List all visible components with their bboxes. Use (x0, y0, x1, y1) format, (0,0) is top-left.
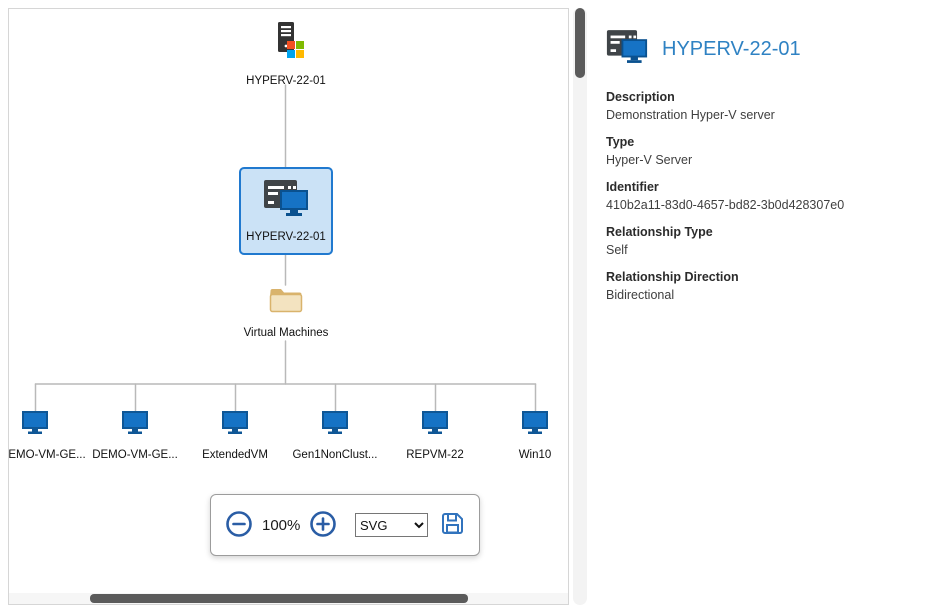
field-value: 410b2a11-83d0-4657-bd82-3b0d428307e0 (606, 198, 845, 212)
topology-diagram-panel: HYPERV-22-01 HYPERV-22-01 (8, 8, 569, 605)
vm-monitor-icon (121, 411, 149, 440)
field-value: Bidirectional (606, 288, 675, 302)
hyperv-host-icon (263, 178, 309, 223)
field-label: Relationship Type (606, 225, 713, 239)
zoom-level: 100% (262, 516, 301, 534)
node-vm[interactable]: ExtendedVM (180, 411, 290, 461)
vertical-scrollbar-thumb[interactable] (575, 8, 585, 78)
vm-monitor-icon (21, 411, 49, 440)
node-vm[interactable]: EMO-VM-GE... (8, 411, 90, 461)
horizontal-scrollbar[interactable] (9, 593, 568, 604)
detail-field: Description Demonstration Hyper-V server (606, 90, 911, 123)
detail-field: Identifier 410b2a11-83d0-4657-bd82-3b0d4… (606, 180, 911, 213)
field-label: Description (606, 90, 675, 104)
node-label: Virtual Machines (243, 327, 329, 339)
export-format-select[interactable]: SVG (355, 513, 428, 537)
save-button[interactable] (440, 511, 465, 539)
field-value: Demonstration Hyper-V server (606, 108, 775, 122)
node-label: ExtendedVM (202, 449, 268, 461)
node-label: HYPERV-22-01 (246, 75, 326, 87)
node-vm[interactable]: REPVM-22 (380, 411, 490, 461)
node-label: Gen1NonClust... (292, 449, 378, 461)
detail-field: Type Hyper-V Server (606, 135, 911, 168)
horizontal-scrollbar-thumb[interactable] (90, 594, 468, 603)
node-virtual-machines-group[interactable]: Virtual Machines (225, 285, 347, 339)
node-label: HYPERV-22-01 (246, 231, 326, 243)
detail-field: Relationship Type Self (606, 225, 911, 258)
vm-monitor-icon (221, 411, 249, 440)
details-title: HYPERV-22-01 (662, 37, 801, 60)
node-vm[interactable]: DEMO-VM-GE... (80, 411, 190, 461)
details-panel: HYPERV-22-01 Description Demonstration H… (590, 0, 927, 614)
host-server-icon (267, 21, 305, 66)
node-vm[interactable]: Gen1NonClust... (280, 411, 390, 461)
diagram-toolbar: 100% SVG (210, 494, 480, 556)
field-label: Type (606, 135, 635, 149)
details-header: HYPERV-22-01 (606, 28, 911, 70)
vm-monitor-icon (421, 411, 449, 440)
vm-monitor-icon (321, 411, 349, 440)
tree-connectors (34, 84, 537, 412)
plus-circle-icon (309, 510, 337, 541)
zoom-out-button[interactable] (225, 510, 253, 541)
vm-monitor-icon (521, 411, 549, 440)
node-physical-host[interactable]: HYPERV-22-01 (225, 21, 347, 87)
hyperv-host-icon (606, 28, 648, 70)
node-vm[interactable]: Win10 (480, 411, 568, 461)
zoom-in-button[interactable] (309, 510, 337, 541)
folder-icon (269, 285, 303, 318)
field-label: Identifier (606, 180, 659, 194)
vertical-scrollbar[interactable] (573, 8, 587, 605)
field-label: Relationship Direction (606, 270, 739, 284)
node-hyperv-server-selected[interactable]: HYPERV-22-01 (239, 167, 333, 255)
minus-circle-icon (225, 510, 253, 541)
save-floppy-icon (440, 511, 465, 539)
node-label: REPVM-22 (406, 449, 464, 461)
field-value: Self (606, 243, 628, 257)
node-label: Win10 (518, 449, 552, 461)
detail-field: Relationship Direction Bidirectional (606, 270, 911, 303)
node-label: DEMO-VM-GE... (92, 449, 178, 461)
field-value: Hyper-V Server (606, 153, 693, 167)
node-label: EMO-VM-GE... (8, 449, 86, 461)
